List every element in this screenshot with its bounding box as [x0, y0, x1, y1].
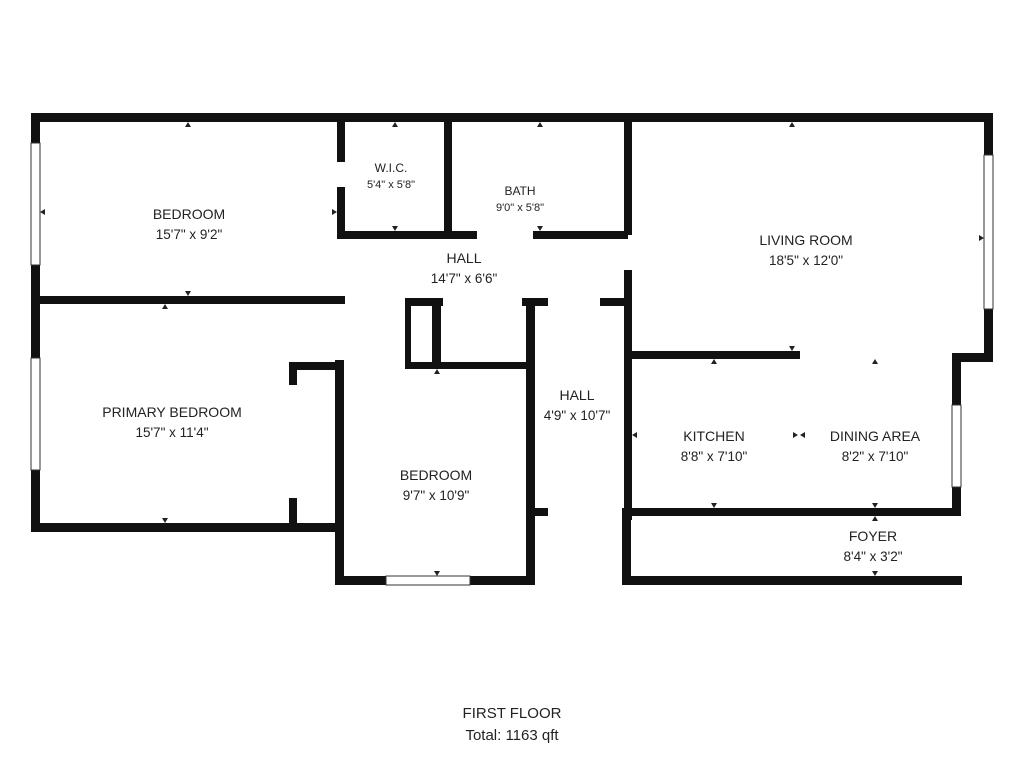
room-dims-living-room: 18'5" x 12'0" — [769, 253, 843, 268]
room-dims-kitchen: 8'8" x 7'10" — [681, 449, 748, 464]
room-dims-foyer: 8'4" x 3'2" — [843, 549, 902, 564]
room-label-bath: BATH — [504, 184, 535, 198]
room-label-hall-2: HALL — [559, 387, 594, 403]
room-dims-hall-2: 4'9" x 10'7" — [544, 408, 611, 423]
room-label-kitchen: KITCHEN — [683, 428, 744, 444]
room-label-foyer: FOYER — [849, 528, 897, 544]
window-bedroom2-bottom — [385, 575, 471, 586]
windows — [30, 142, 994, 586]
room-label-hall-1: HALL — [446, 250, 481, 266]
floor-total-area: Total: 1163 qft — [465, 727, 559, 744]
room-label-living-room: LIVING ROOM — [759, 232, 852, 248]
room-dims-dining-area: 8'2" x 7'10" — [842, 449, 909, 464]
room-labels: BEDROOM 15'7" x 9'2" W.I.C. 5'4" x 5'8" … — [102, 161, 921, 564]
room-label-bedroom-2: BEDROOM — [400, 467, 472, 483]
room-dims-wic: 5'4" x 5'8" — [367, 179, 415, 191]
window-dining-right — [951, 404, 962, 488]
window-primary-left — [30, 357, 41, 471]
floor-title: FIRST FLOOR — [462, 705, 562, 722]
room-dims-bedroom-1: 15'7" x 9'2" — [156, 227, 223, 242]
room-label-dining-area: DINING AREA — [830, 428, 921, 444]
room-dims-bath: 9'0" x 5'8" — [496, 202, 544, 214]
room-dims-bedroom-2: 9'7" x 10'9" — [403, 488, 470, 503]
room-label-wic: W.I.C. — [375, 161, 408, 175]
room-label-primary-bedroom: PRIMARY BEDROOM — [102, 404, 242, 420]
window-living-right — [983, 154, 994, 310]
window-bedroom-left — [30, 142, 41, 266]
dimension-markers — [40, 122, 984, 576]
room-label-bedroom-1: BEDROOM — [153, 206, 225, 222]
room-dims-hall-1: 14'7" x 6'6" — [431, 271, 498, 286]
room-dims-primary-bedroom: 15'7" x 11'4" — [135, 425, 208, 440]
